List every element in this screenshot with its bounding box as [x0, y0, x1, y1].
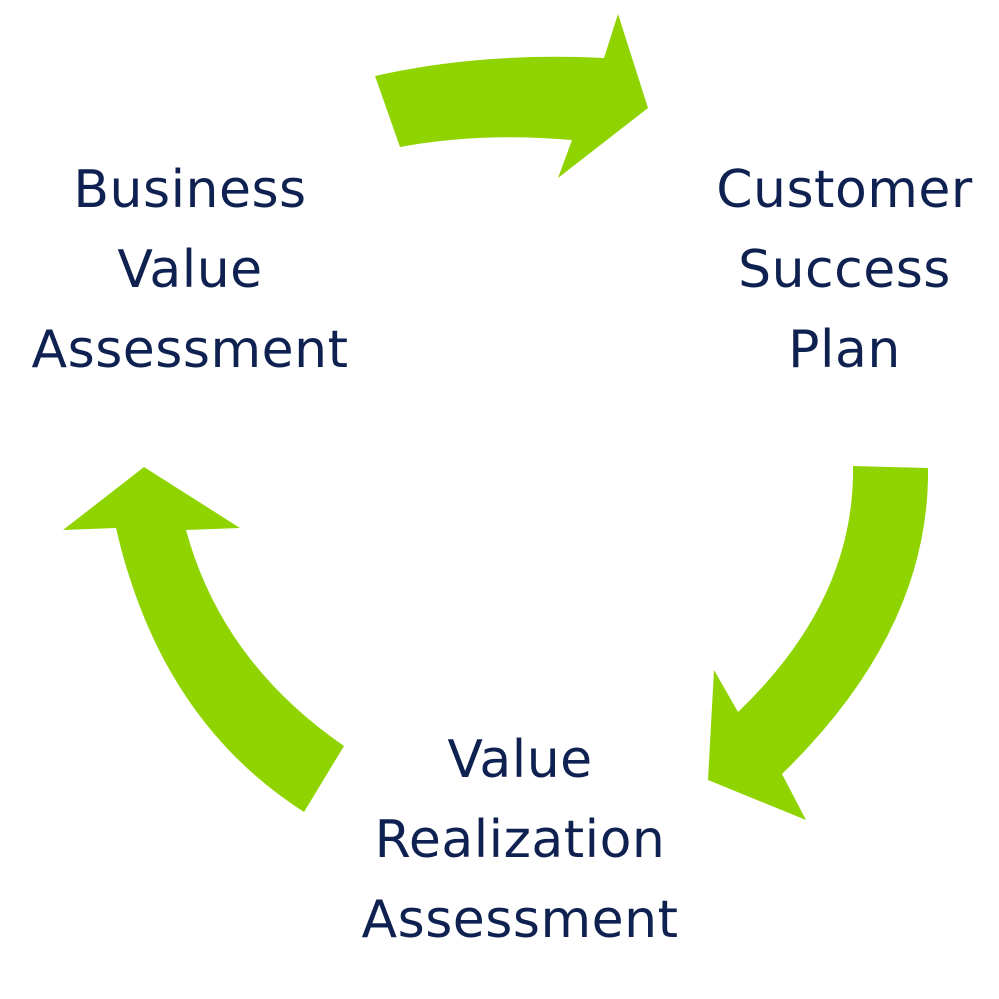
node-label-line: Value	[447, 730, 593, 790]
node-label-line: Value	[117, 240, 263, 300]
node-value-realization-assessment: Value Realization Assessment	[300, 720, 740, 960]
node-label-line: Realization	[374, 810, 666, 870]
arrow-customer-to-realization	[708, 466, 929, 820]
node-label-line: Plan	[788, 320, 901, 380]
node-label-line: Assessment	[361, 890, 679, 950]
arrow-business-to-customer	[375, 14, 648, 178]
node-business-value-assessment: Business Value Assessment	[0, 150, 380, 390]
node-label-line: Success	[738, 240, 951, 300]
node-customer-success-plan: Customer Success Plan	[690, 150, 999, 390]
node-label-line: Assessment	[31, 320, 349, 380]
node-label-line: Business	[73, 160, 307, 220]
arrow-realization-to-business	[63, 467, 344, 812]
node-label-line: Customer	[716, 160, 973, 220]
